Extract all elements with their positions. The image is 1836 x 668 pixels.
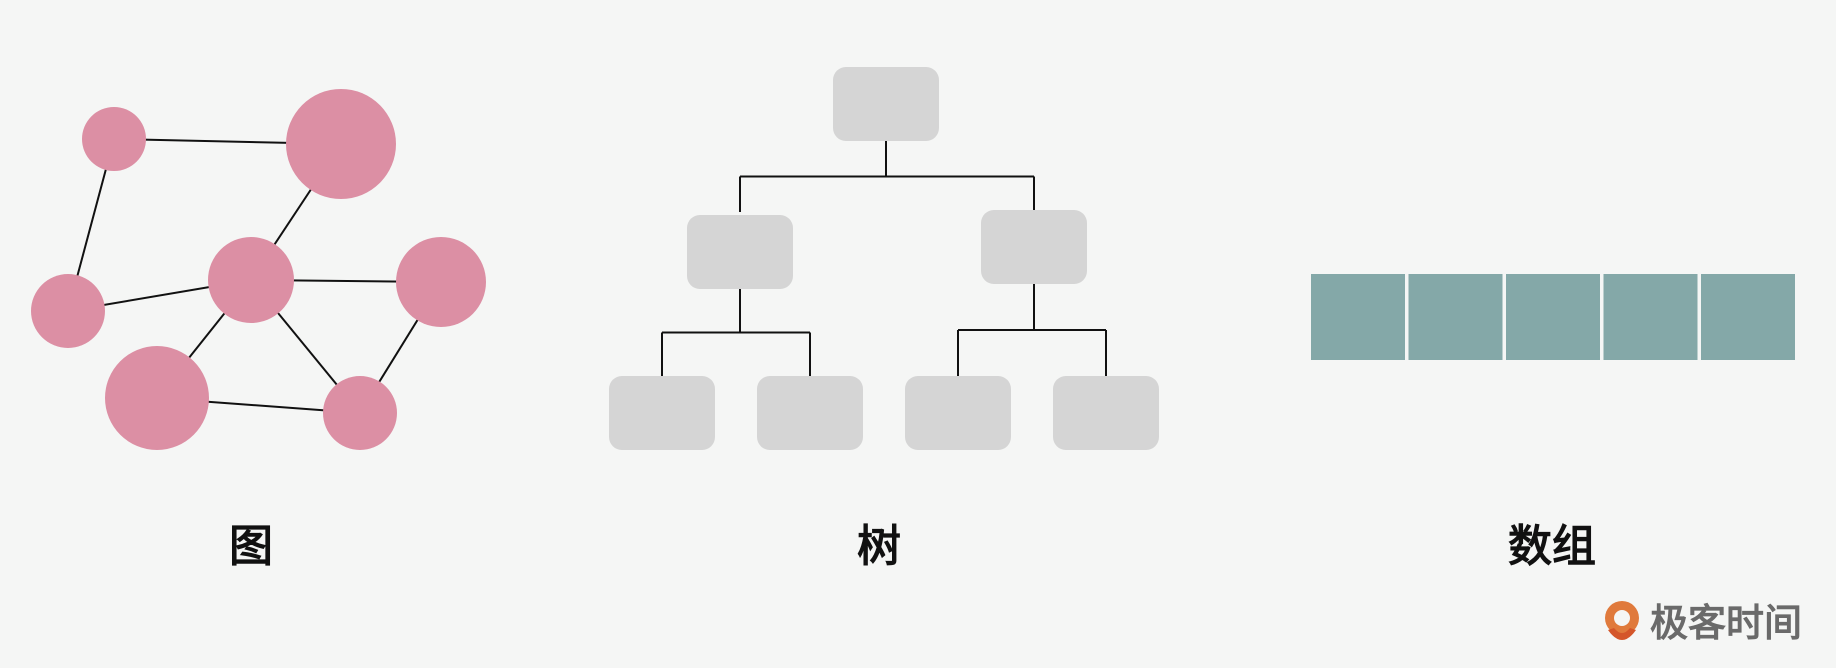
tree-node	[757, 376, 863, 450]
tree-node	[609, 376, 715, 450]
graph-node	[31, 274, 105, 348]
tree-node	[981, 210, 1087, 284]
array-cell	[1603, 274, 1698, 360]
graph-node	[286, 89, 396, 199]
graph-node	[105, 346, 209, 450]
tree-node	[905, 376, 1011, 450]
graph-diagram	[31, 89, 486, 450]
tree-diagram	[609, 67, 1159, 450]
array-cell	[1311, 274, 1405, 360]
tree-node	[833, 67, 939, 141]
tree-node	[1053, 376, 1159, 450]
graph-node	[396, 237, 486, 327]
graph-label: 图	[229, 521, 273, 572]
graph-node	[323, 376, 397, 450]
geektime-logo-icon	[1605, 601, 1639, 640]
array-cell	[1701, 274, 1795, 360]
array-diagram	[1311, 274, 1795, 360]
array-cell	[1408, 274, 1503, 360]
brand-logo: 极客时间	[1600, 598, 1802, 648]
array-cell	[1506, 274, 1600, 360]
tree-label: 树	[857, 521, 901, 572]
graph-node	[208, 237, 294, 323]
array-label: 数组	[1508, 521, 1596, 572]
brand-name: 极客时间	[1650, 601, 1803, 645]
graph-node	[82, 107, 146, 171]
tree-node	[687, 215, 793, 289]
